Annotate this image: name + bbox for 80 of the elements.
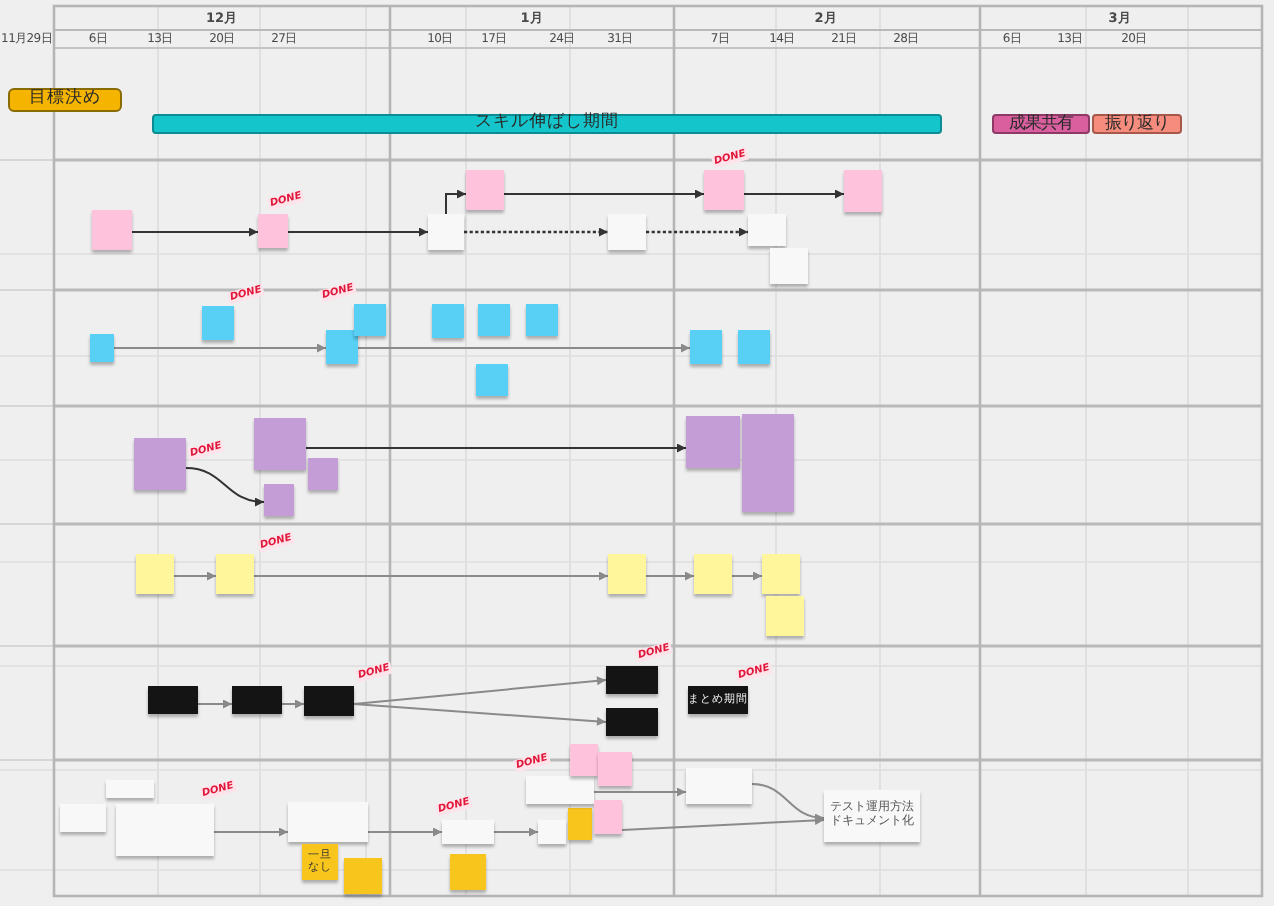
- sticky-note: [92, 210, 132, 250]
- sticky-note: [428, 214, 464, 250]
- arrow: [353, 676, 607, 705]
- arrow: [743, 189, 845, 199]
- arrow: [445, 189, 467, 215]
- arrow: [197, 699, 233, 709]
- sticky-note: [608, 214, 646, 250]
- sticky-note: [288, 802, 368, 842]
- sticky-note: [742, 460, 794, 512]
- sticky-note: [432, 304, 464, 338]
- arrow: [645, 571, 695, 581]
- arrow: [287, 227, 429, 237]
- sticky-note: [762, 554, 800, 594]
- arrow: [131, 227, 259, 237]
- sticky-note: [690, 330, 722, 364]
- sticky-note: [844, 170, 882, 212]
- arrow: [646, 227, 748, 237]
- sticky-note: [686, 768, 752, 804]
- sticky-note: [538, 820, 566, 844]
- sticky-note: [106, 780, 154, 798]
- arrow: [751, 783, 825, 822]
- period-bar: 振り返り: [1092, 114, 1182, 134]
- arrow: [113, 343, 327, 353]
- sticky-note: [344, 858, 382, 894]
- arrow: [464, 227, 608, 237]
- sticky-note: [258, 214, 288, 248]
- sticky-note: [704, 170, 744, 210]
- task-card: [606, 708, 658, 736]
- arrow: [621, 815, 825, 831]
- period-bar: 目標決め: [8, 88, 122, 112]
- sticky-note: [134, 438, 186, 490]
- sticky-note: [476, 364, 508, 396]
- sticky-note: [608, 554, 646, 594]
- sticky-note: [478, 304, 510, 336]
- arrow: [185, 467, 265, 506]
- arrow: [493, 827, 539, 837]
- sticky-note: [202, 306, 234, 340]
- arrow: [213, 827, 289, 837]
- period-bar: スキル伸ばし期間: [152, 114, 942, 134]
- sticky-note: [738, 330, 770, 364]
- arrow: [281, 699, 305, 709]
- sticky-note: [90, 334, 114, 362]
- sticky-note: [748, 214, 786, 246]
- sticky-note: [354, 304, 386, 336]
- arrow: [357, 343, 691, 353]
- sticky-note: [216, 554, 254, 594]
- sticky-note: [568, 808, 592, 840]
- sticky-note: [254, 418, 306, 470]
- sticky-note: [264, 484, 294, 516]
- arrow: [593, 787, 687, 797]
- sticky-note: [742, 414, 794, 460]
- task-card: [148, 686, 198, 714]
- sticky-note: [526, 776, 594, 804]
- sticky-note: [308, 458, 338, 490]
- arrow: [253, 571, 609, 581]
- sticky-note: [136, 554, 174, 594]
- sticky-note: [450, 854, 486, 890]
- task-card: [606, 666, 658, 694]
- sticky-note: [570, 744, 598, 776]
- sticky-note: [326, 330, 358, 364]
- sticky-note: [594, 800, 622, 834]
- task-card: [304, 686, 354, 716]
- arrow: [353, 703, 607, 726]
- arrow: [173, 571, 217, 581]
- arrow: [731, 571, 763, 581]
- sticky-note: [598, 752, 632, 786]
- sticky-note: [526, 304, 558, 336]
- sticky-note: [770, 248, 808, 284]
- sticky-note: [686, 416, 740, 468]
- period-bar: 成果共有: [992, 114, 1090, 134]
- sticky-note: [116, 804, 214, 856]
- task-card: [232, 686, 282, 714]
- arrow: [503, 189, 705, 199]
- sticky-note: [466, 170, 504, 210]
- sticky-note: [60, 804, 106, 832]
- sticky-note: [442, 820, 494, 844]
- sticky-note: [766, 596, 804, 636]
- sticky-note: [694, 554, 732, 594]
- arrow: [305, 443, 687, 453]
- arrow: [367, 827, 443, 837]
